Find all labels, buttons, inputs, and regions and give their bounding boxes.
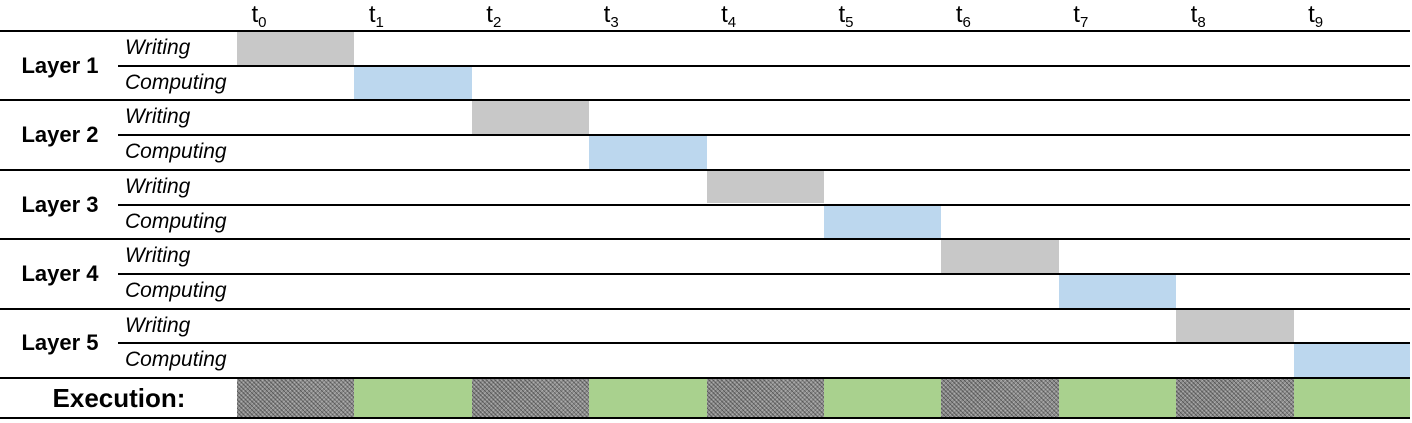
time-label-base: t [838,1,846,28]
time-label-base: t [368,1,376,28]
layer-top-line [0,30,1410,32]
time-label-7: t7 [1073,0,1088,30]
execution-computing-block-5 [824,379,942,417]
execution-bottom-line [0,417,1410,419]
layer-mid-line [118,272,1410,275]
time-label-sub: 0 [258,14,267,31]
layer-mid-line [118,342,1410,345]
time-label-base: t [1190,1,1198,28]
execution-computing-block-9 [1293,379,1410,417]
time-label-8: t8 [1191,0,1206,30]
computing-block-layer-3 [824,205,942,239]
layer-top-line [0,99,1410,102]
time-label-base: t [486,1,493,28]
computing-label: Computing [125,278,227,302]
writing-block-layer-3 [706,170,824,204]
execution-writing-block-0 [237,379,355,417]
execution-writing-block-8 [1176,379,1294,417]
layer-label-5: Layer 5 [21,330,99,356]
execution-writing-block-6 [941,379,1059,417]
time-label-sub: 8 [1197,14,1206,31]
computing-block-layer-5 [1293,344,1410,377]
computing-label: Computing [125,140,227,164]
layer-top-line [0,168,1410,171]
computing-block-layer-1 [354,66,472,100]
layer-mid-line [118,134,1410,137]
time-label-2: t2 [486,0,501,30]
time-label-sub: 9 [1314,14,1324,31]
writing-label: Writing [125,174,191,198]
writing-label: Writing [125,244,191,268]
execution-row: Execution: [0,379,1410,419]
time-label-base: t [955,1,963,28]
writing-block-layer-1 [237,32,355,65]
layer-top-line [0,238,1410,241]
time-label-base: t [721,1,728,28]
time-label-0: t0 [251,0,266,30]
time-label-sub: 4 [727,14,737,31]
computing-block-layer-2 [589,136,707,169]
computing-label: Computing [125,70,227,94]
computing-label: Computing [125,209,227,233]
execution-label: Execution: [52,383,186,413]
layer-label-4: Layer 4 [21,260,99,286]
writing-label: Writing [125,36,191,59]
execution-computing-block-7 [1058,379,1177,417]
writing-block-layer-4 [941,240,1059,273]
time-label-base: t [603,1,611,28]
time-label-sub: 2 [492,14,502,31]
execution-writing-block-4 [706,379,824,417]
writing-block-layer-2 [471,101,590,135]
time-label-sub: 3 [610,14,619,31]
layer-mid-line [118,203,1410,206]
layer-label-2: Layer 2 [21,122,99,148]
execution-writing-block-2 [471,379,590,417]
layer-label-1: Layer 1 [21,52,99,78]
layer-label-3: Layer 3 [21,191,99,217]
time-label-1: t1 [369,0,384,30]
time-label-base: t [1308,1,1315,28]
execution-top-line [0,377,1410,379]
execution-computing-block-3 [589,379,707,417]
time-label-6: t6 [956,0,971,30]
time-label-base: t [1073,1,1080,28]
time-label-3: t3 [604,0,619,30]
writing-label: Writing [125,105,191,129]
time-label-sub: 7 [1079,14,1089,31]
writing-label: Writing [125,313,191,337]
writing-block-layer-5 [1176,309,1294,343]
time-label-9: t9 [1308,0,1323,30]
time-label-5: t5 [838,0,853,30]
layer-top-line [0,307,1410,310]
computing-label: Computing [125,348,227,372]
layer-mid-line [118,64,1410,67]
time-label-sub: 5 [845,14,854,31]
time-label-4: t4 [721,0,736,30]
execution-computing-block-1 [354,379,472,417]
time-label-base: t [251,1,259,28]
time-label-sub: 1 [375,14,384,31]
time-label-sub: 6 [962,14,971,31]
computing-block-layer-4 [1058,274,1177,308]
